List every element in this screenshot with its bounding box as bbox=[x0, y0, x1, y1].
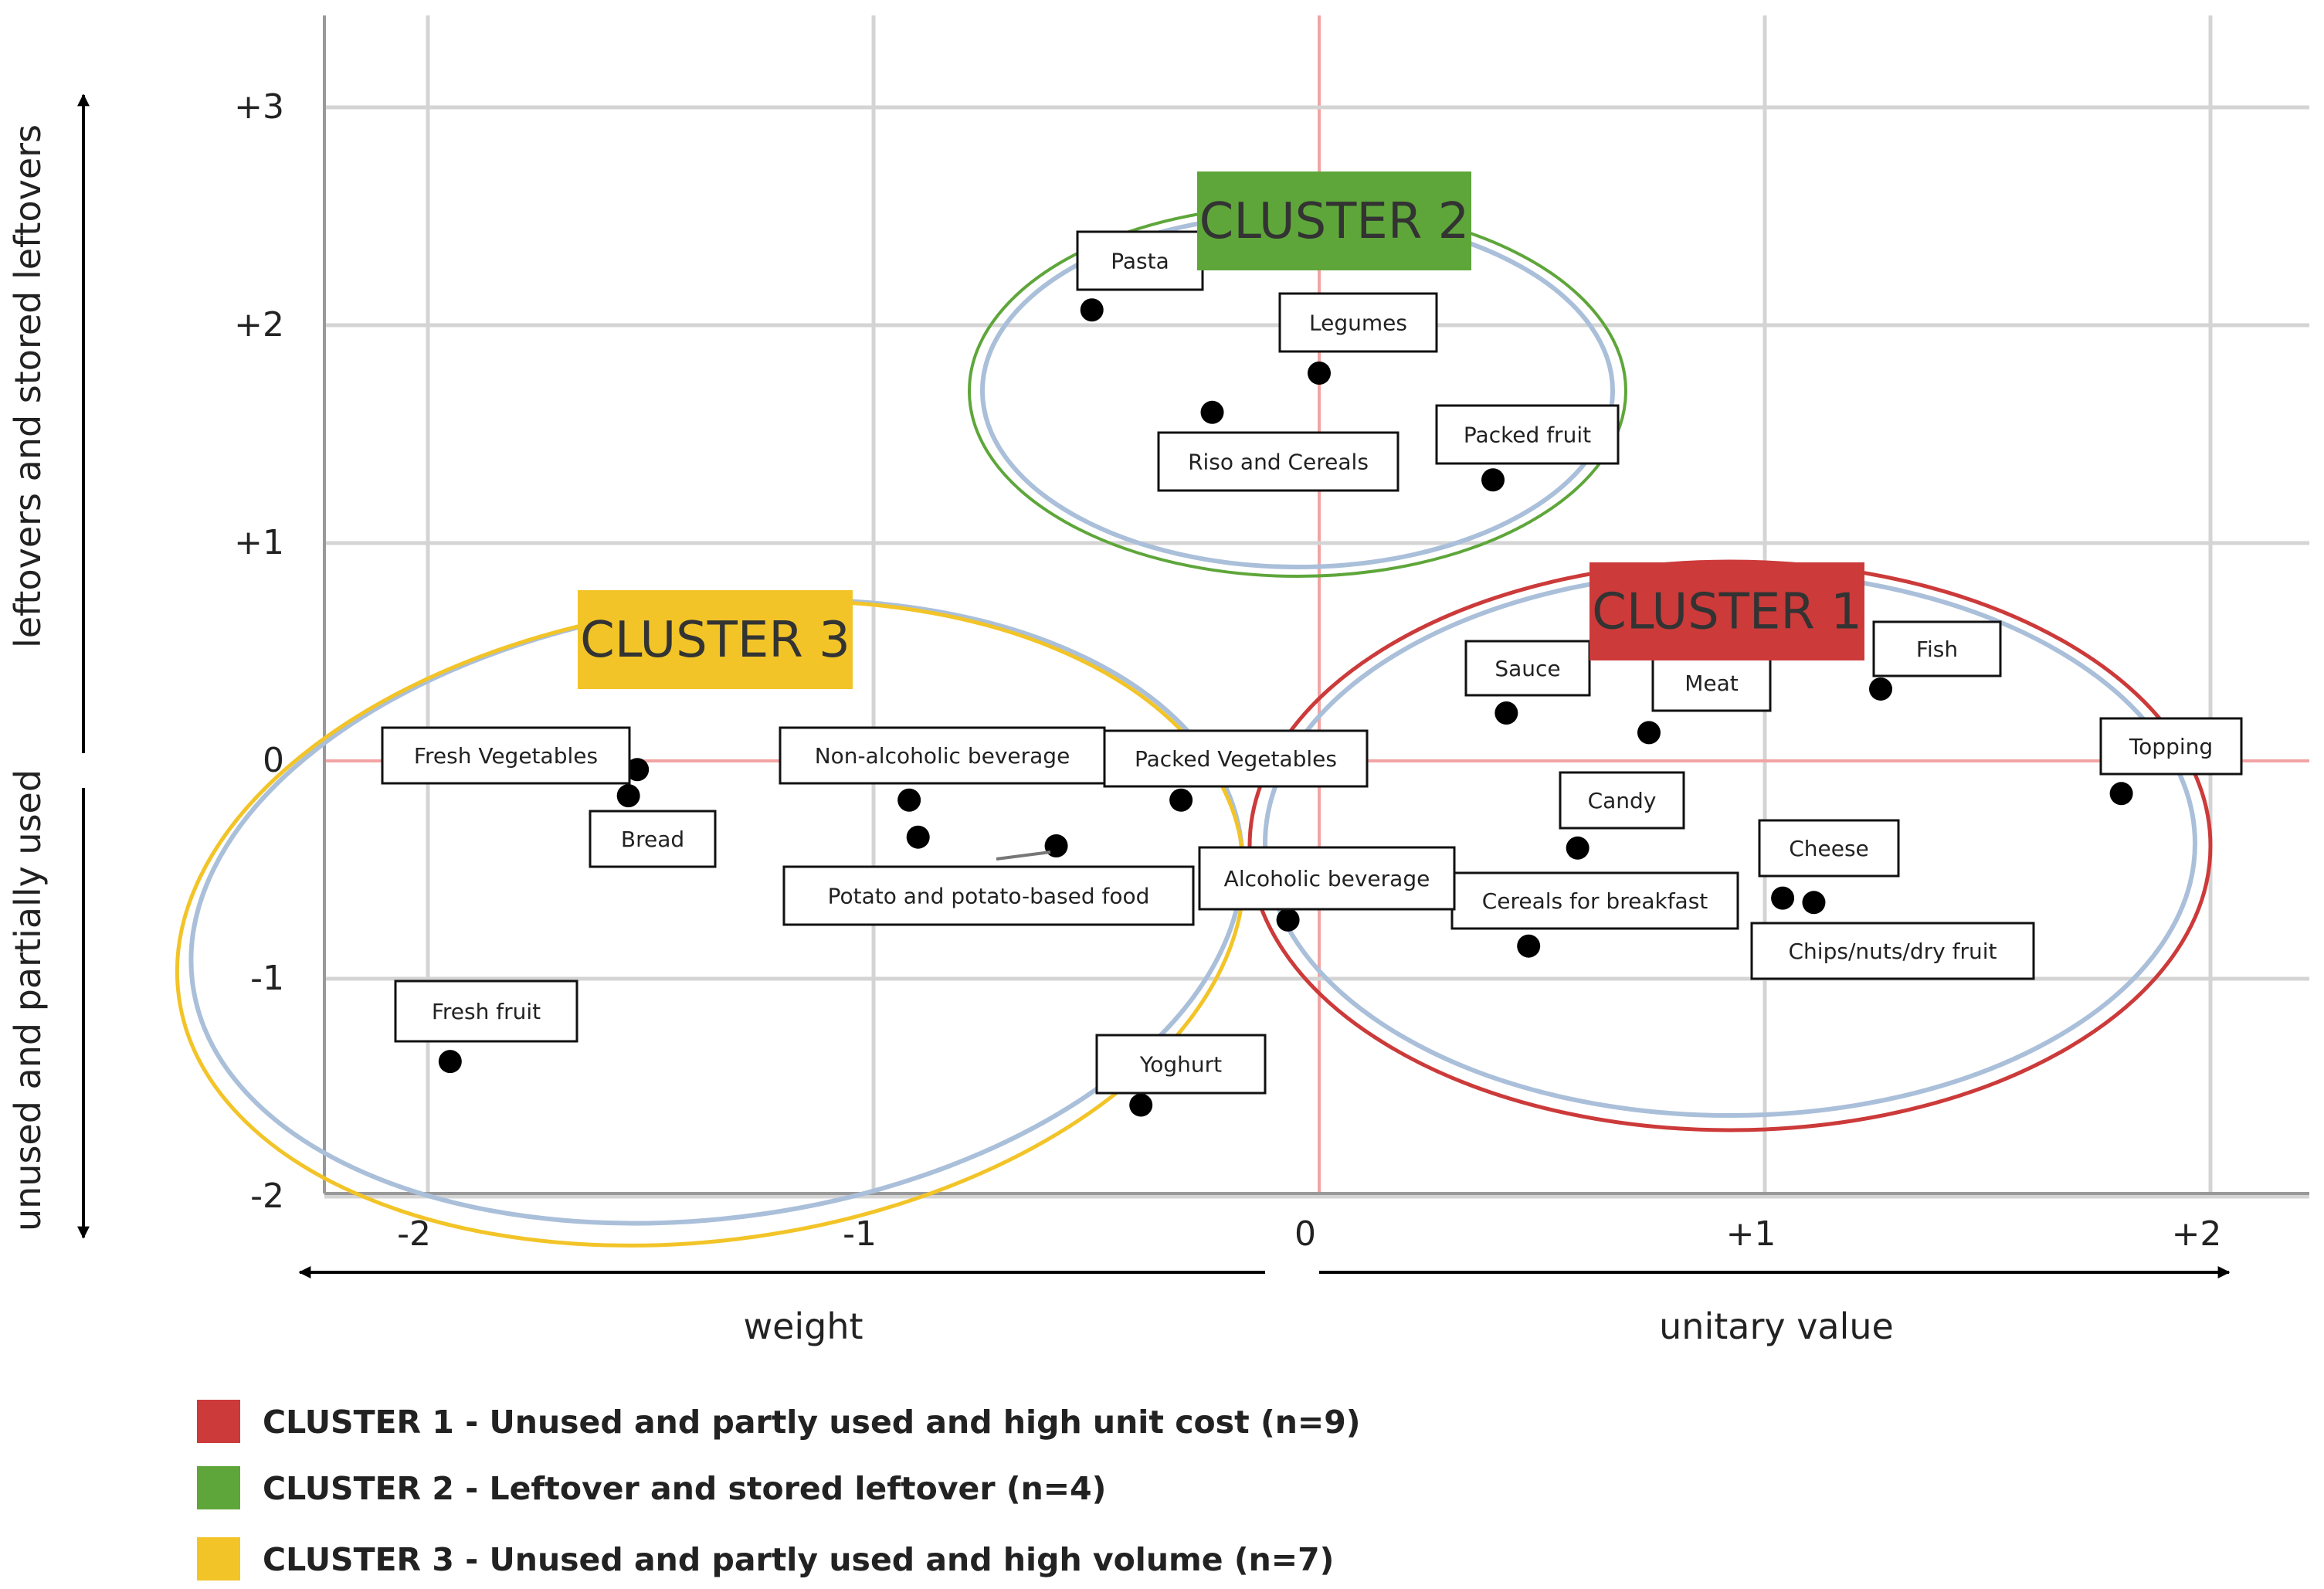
y-axis-label-top: leftovers and stored leftovers bbox=[7, 124, 49, 648]
point-label: Chips/nuts/dry fruit bbox=[1789, 939, 1997, 964]
data-points bbox=[438, 298, 2133, 1117]
data-point bbox=[1637, 721, 1661, 745]
y-axis-label-bottom: unused and partially used bbox=[7, 769, 49, 1231]
cluster-tag-label: CLUSTER 2 bbox=[1199, 193, 1470, 250]
point-label: Candy bbox=[1588, 788, 1657, 813]
point-label-box bbox=[1450, 871, 1739, 930]
point-label-box bbox=[1076, 230, 1204, 291]
cluster-tag-label: CLUSTER 3 bbox=[580, 612, 850, 669]
point-label: Pasta bbox=[1111, 249, 1169, 274]
data-point bbox=[1308, 362, 1331, 385]
point-label-box bbox=[1278, 292, 1438, 353]
y-tick-label: +2 bbox=[234, 305, 284, 345]
point-label-box bbox=[1872, 620, 2002, 677]
point-label: Riso and Cereals bbox=[1188, 450, 1369, 475]
cluster-tag bbox=[1589, 562, 1864, 660]
y-tick-label: -2 bbox=[250, 1176, 284, 1216]
y-tick-label: +1 bbox=[234, 523, 284, 562]
cluster-tag bbox=[578, 590, 853, 689]
point-label-box bbox=[782, 865, 1195, 926]
point-label-box bbox=[394, 980, 578, 1043]
point-label-box bbox=[779, 726, 1106, 785]
data-point bbox=[2109, 782, 2133, 806]
legend-swatch bbox=[197, 1400, 240, 1443]
point-label: Meat bbox=[1684, 671, 1739, 696]
point-label-box bbox=[2099, 717, 2243, 776]
cluster-tag bbox=[1197, 171, 1471, 270]
point-label: Fresh Vegetables bbox=[414, 743, 598, 769]
cluster-tags: CLUSTER 2 CLUSTER 1 CLUSTER 3 bbox=[578, 171, 1864, 689]
cluster-tag-label: CLUSTER 1 bbox=[1592, 584, 1862, 641]
point-label-box bbox=[381, 726, 631, 785]
data-point bbox=[1080, 298, 1104, 322]
data-point bbox=[626, 758, 650, 782]
point-label: Yoghurt bbox=[1139, 1052, 1222, 1078]
point-label: Potato and potato-based food bbox=[828, 884, 1150, 909]
data-point bbox=[1200, 400, 1224, 424]
point-label: Bread bbox=[621, 827, 684, 852]
x-axis-label-left: weight bbox=[743, 1305, 863, 1347]
cluster-1-ellipse bbox=[1247, 559, 2213, 1132]
point-label: Packed Vegetables bbox=[1135, 746, 1337, 772]
point-label-box bbox=[1464, 640, 1591, 697]
data-point bbox=[1517, 934, 1541, 958]
data-point bbox=[1169, 788, 1193, 812]
data-point bbox=[1802, 891, 1826, 915]
data-point bbox=[1494, 701, 1518, 725]
point-label-box bbox=[1103, 729, 1369, 788]
point-label-box bbox=[1750, 922, 2035, 980]
legend-label: CLUSTER 2 - Leftover and stored leftover… bbox=[263, 1470, 1106, 1507]
legend-swatch bbox=[197, 1537, 240, 1581]
point-label-box bbox=[1095, 1034, 1267, 1095]
point-label-box bbox=[589, 810, 717, 868]
point-label: Fish bbox=[1916, 637, 1958, 662]
x-tick-label: -1 bbox=[843, 1214, 877, 1254]
point-label-box bbox=[1157, 431, 1399, 492]
data-point bbox=[1481, 468, 1505, 492]
legend: CLUSTER 1 - Unused and partly used and h… bbox=[197, 1400, 1361, 1581]
leader-line bbox=[996, 851, 1051, 861]
legend-swatch bbox=[197, 1466, 240, 1509]
legend-label: CLUSTER 1 - Unused and partly used and h… bbox=[263, 1404, 1361, 1441]
point-label: Cereals for breakfast bbox=[1482, 888, 1708, 914]
x-tick-label: -2 bbox=[397, 1214, 431, 1254]
data-point bbox=[1044, 834, 1068, 857]
x-tick-label: +2 bbox=[2172, 1214, 2222, 1254]
point-label: Topping bbox=[2129, 734, 2213, 759]
x-axis-label-right: unitary value bbox=[1659, 1305, 1894, 1347]
point-label-box bbox=[1435, 404, 1620, 465]
x-tick-label: 0 bbox=[1294, 1214, 1316, 1254]
point-label-box bbox=[1559, 771, 1685, 830]
data-point bbox=[438, 1050, 462, 1074]
point-label: Cheese bbox=[1789, 836, 1869, 861]
y-tick-label: -1 bbox=[250, 959, 284, 998]
data-point bbox=[1566, 836, 1589, 860]
data-point bbox=[1771, 886, 1795, 910]
point-label: Non-alcoholic beverage bbox=[815, 743, 1070, 769]
data-point bbox=[897, 788, 921, 812]
point-label: Packed fruit bbox=[1464, 423, 1591, 448]
data-point bbox=[1869, 677, 1893, 701]
point-label-box bbox=[1198, 846, 1456, 911]
legend-label: CLUSTER 3 - Unused and partly used and h… bbox=[263, 1541, 1334, 1578]
point-label: Legumes bbox=[1309, 311, 1407, 336]
data-point bbox=[616, 784, 640, 808]
x-tick-label: +1 bbox=[1726, 1214, 1776, 1254]
point-label: Sauce bbox=[1494, 656, 1560, 681]
point-label: Alcoholic beverage bbox=[1224, 866, 1430, 891]
y-tick-label: +3 bbox=[234, 87, 284, 127]
point-label-box bbox=[1758, 819, 1900, 878]
data-point bbox=[906, 825, 930, 849]
point-label: Fresh fruit bbox=[432, 999, 541, 1024]
data-point bbox=[1129, 1093, 1153, 1117]
data-point bbox=[1276, 908, 1300, 932]
